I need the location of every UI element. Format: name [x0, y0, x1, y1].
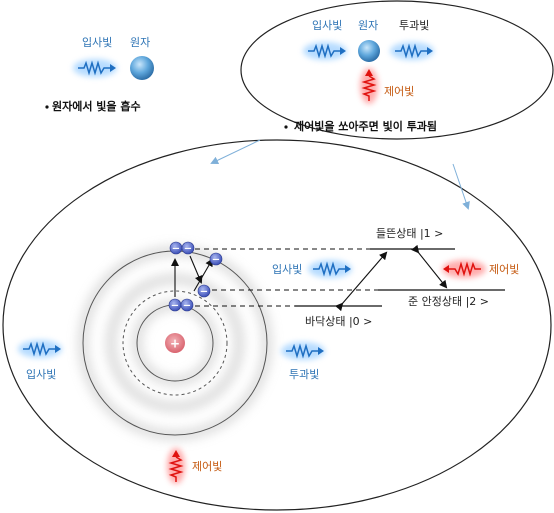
- level-ground-label: 바닥상태 |0 >: [305, 315, 373, 328]
- main-ellipse: [2, 139, 552, 511]
- electron: −: [180, 298, 194, 312]
- arrow-excited-to-metastable: [189, 255, 203, 284]
- top-right-control-wave: [360, 68, 378, 104]
- svg-text:−: −: [200, 287, 208, 298]
- electron: −: [209, 252, 223, 266]
- top-left-incident-wave: [73, 59, 117, 77]
- level-excited-label: 들뜬상태 |1 >: [376, 227, 444, 240]
- electron: −: [197, 284, 211, 298]
- main-transmitted-wave: [281, 342, 325, 360]
- level-metastable-label: 준 안정상태 |2 >: [408, 295, 490, 308]
- orbit-middle: [122, 290, 228, 396]
- main-control-bottom-label: 제어빛: [192, 460, 223, 473]
- nucleus: +: [165, 333, 185, 353]
- main-control-bottom-wave: [167, 448, 185, 484]
- top-right-transmitted-label: 투과빛: [399, 19, 430, 32]
- top-left-incident-label: 입사빛: [82, 36, 113, 49]
- top-right-transmitted-wave: [390, 42, 434, 60]
- main-control-right-wave: [442, 260, 486, 278]
- svg-text:−: −: [184, 244, 192, 255]
- arrow-metastable-to-excited: [193, 258, 214, 292]
- svg-text:−: −: [183, 301, 191, 312]
- svg-text:−: −: [171, 301, 179, 312]
- top-left-atom: [130, 56, 154, 80]
- electron: −: [168, 298, 182, 312]
- top-right-incident-wave: [303, 42, 347, 60]
- main-incident-left-label: 입사빛: [26, 368, 57, 381]
- top-left-caption: 원자에서 빛을 흡수: [52, 100, 141, 113]
- svg-text:+: +: [170, 337, 180, 351]
- top-right-atom: [358, 40, 380, 62]
- svg-text:−: −: [172, 244, 180, 255]
- connector-arrow-left: [210, 139, 261, 165]
- transition-control-arrow: [411, 244, 448, 289]
- main-incident-mid-label: 입사빛: [272, 263, 303, 276]
- main-incident-mid-wave: [308, 260, 352, 278]
- electron: −: [181, 241, 195, 255]
- main-incident-left-wave: [18, 340, 62, 358]
- top-right-incident-label: 입사빛: [312, 19, 343, 32]
- svg-text:−: −: [212, 255, 220, 266]
- top-right-atom-label: 원자: [358, 19, 379, 32]
- bullet-dot: [45, 105, 49, 109]
- electron: −: [169, 241, 183, 255]
- bullet-dot-2: [284, 125, 288, 129]
- main-control-right-label: 제어빛: [489, 263, 520, 276]
- top-left-atom-label: 원자: [130, 36, 151, 49]
- main-transmitted-label: 투과빛: [289, 368, 320, 381]
- top-right-caption: 제어빛을 쏘아주면 빛이 투과됨: [294, 120, 438, 133]
- top-right-control-label: 제어빛: [384, 85, 415, 98]
- top-right-ellipse: [240, 0, 554, 140]
- transition-probe-arrow: [335, 251, 388, 312]
- connector-arrow-right: [452, 163, 470, 210]
